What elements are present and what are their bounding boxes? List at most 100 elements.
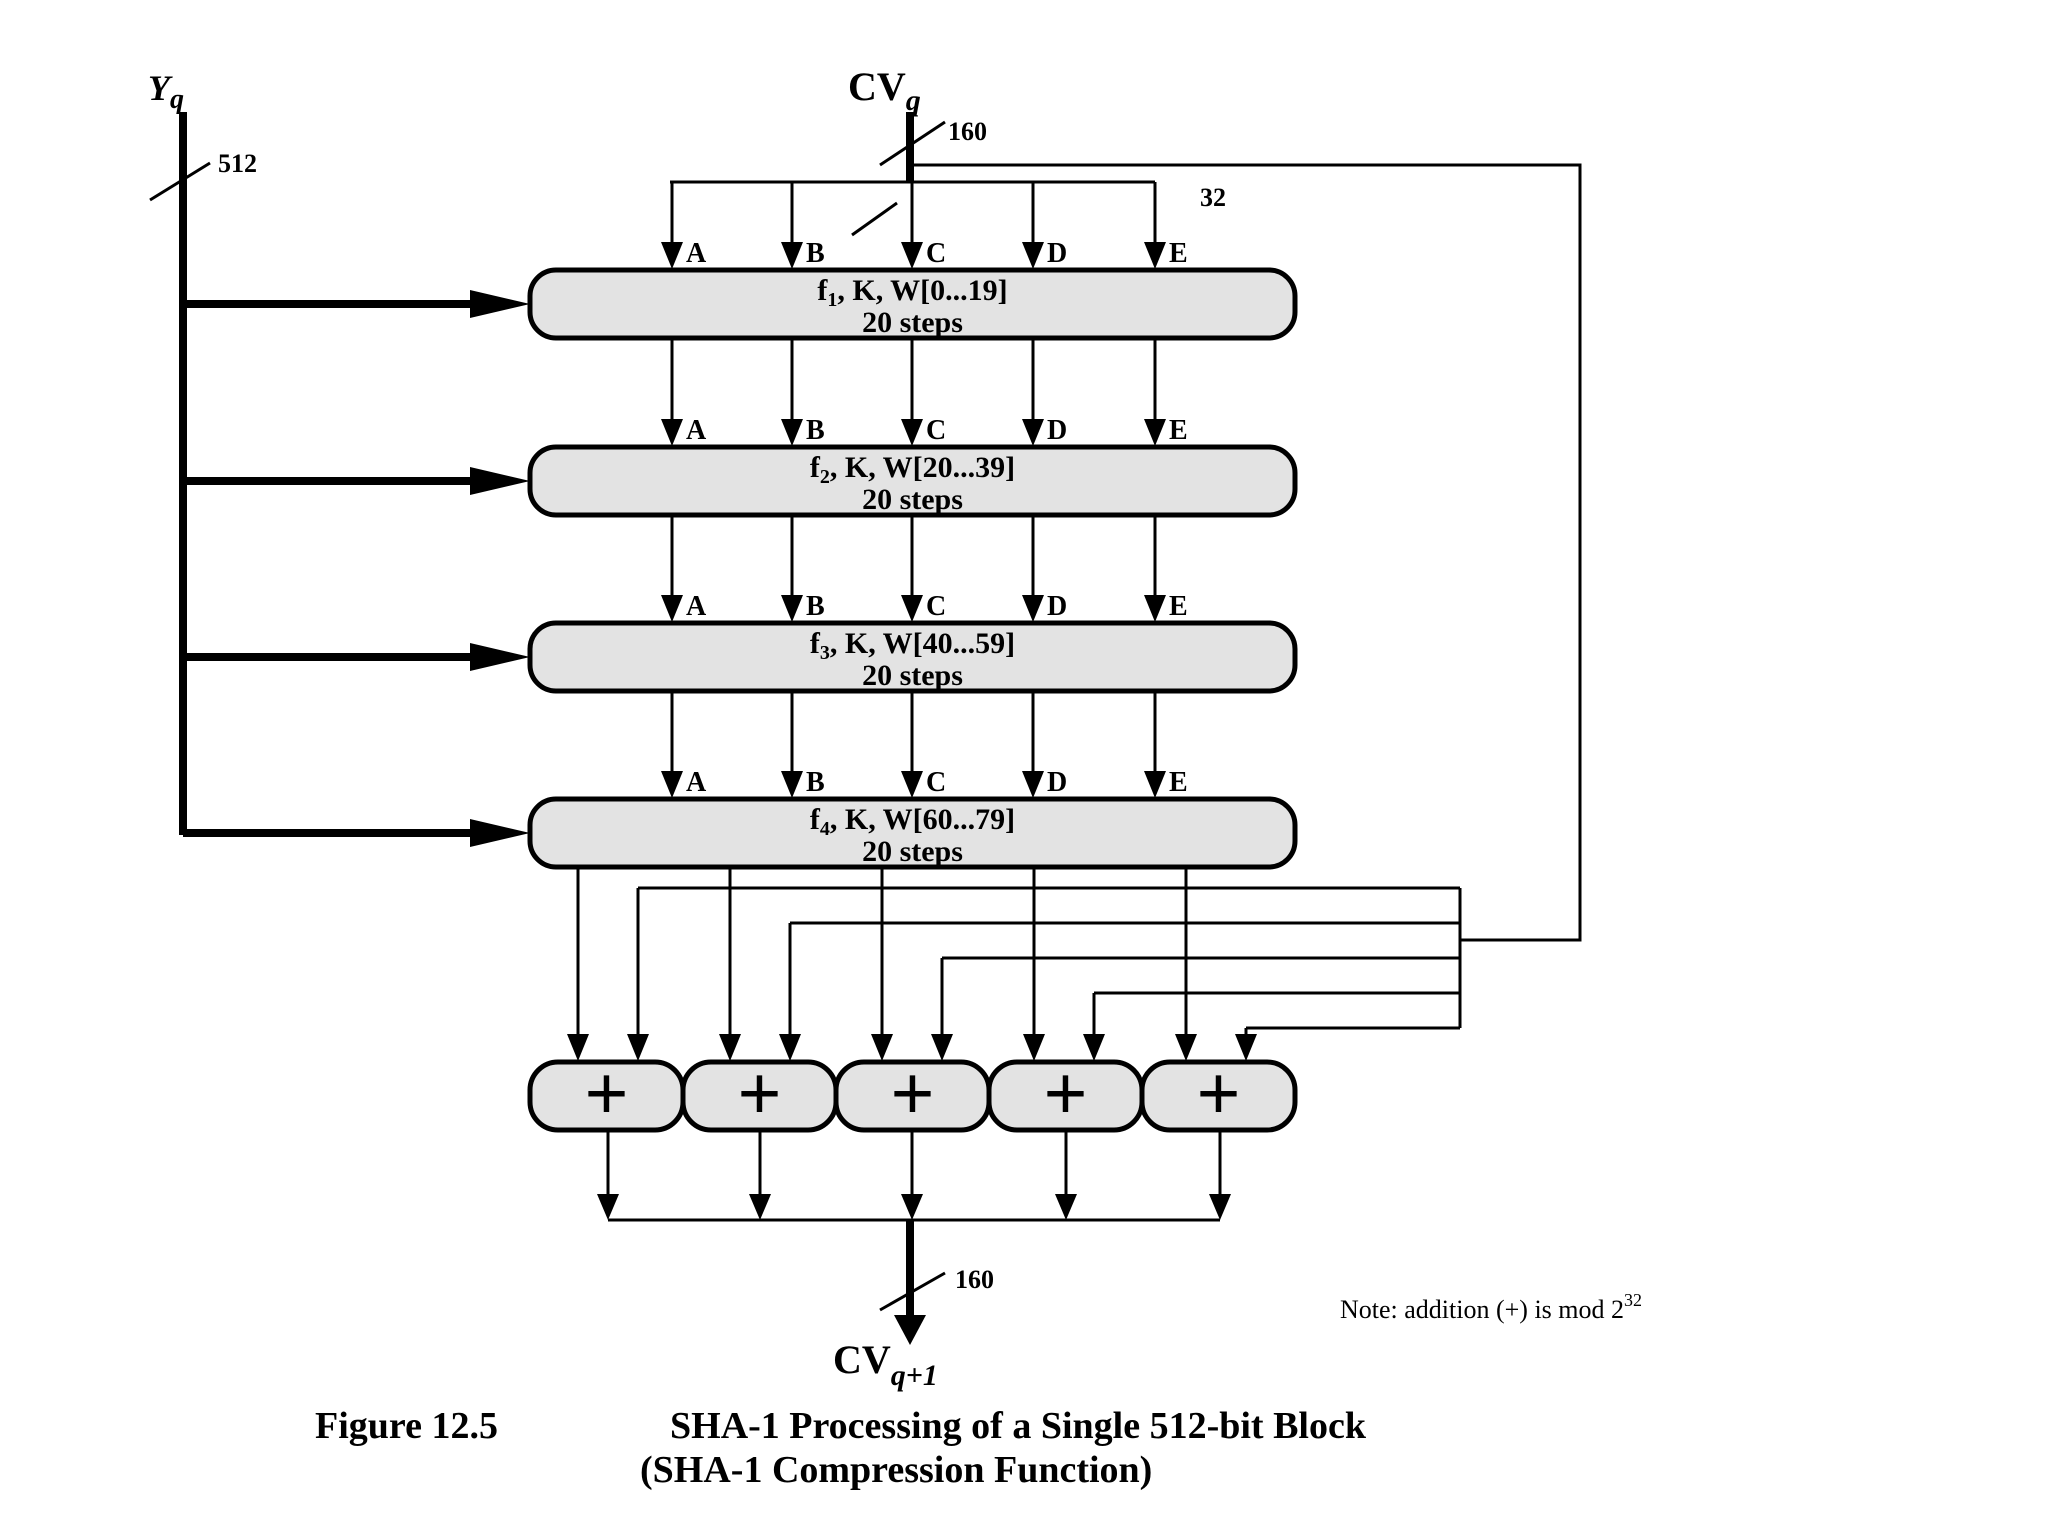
yq-feed-4-head bbox=[470, 819, 530, 847]
stage-4-var-d: D bbox=[1047, 767, 1067, 798]
output-combine: 160 bbox=[608, 1218, 1220, 1345]
yq-feeds bbox=[183, 290, 530, 847]
stage-3-var-d: D bbox=[1047, 591, 1067, 622]
adder-2-symbol: + bbox=[737, 1050, 781, 1137]
stage-1-in-d-head bbox=[1022, 242, 1044, 269]
stage-1: A B C D Ef1, K, W[0...19]20 steps bbox=[527, 182, 1298, 341]
output-width-slash bbox=[879, 1271, 946, 1312]
adder-4-symbol: + bbox=[1043, 1050, 1087, 1137]
stage-3-in-d-head bbox=[1022, 595, 1044, 622]
stage-2-in-c-head bbox=[901, 419, 923, 446]
stage-3-in-a-head bbox=[661, 595, 683, 622]
adder-3-symbol: + bbox=[890, 1050, 934, 1137]
stage-2-in-b-head bbox=[781, 419, 803, 446]
stage-4-var-c: C bbox=[926, 767, 946, 798]
stage-4-box bbox=[527, 796, 1298, 870]
stage-4-var-b: B bbox=[806, 767, 825, 798]
adder-1: + bbox=[527, 1050, 686, 1137]
stage-1-in-e-head bbox=[1144, 242, 1166, 269]
stage-2-var-b: B bbox=[806, 415, 825, 446]
stage-3-var-c: C bbox=[926, 591, 946, 622]
yq-feed-1-head bbox=[470, 290, 530, 318]
adder-5-box bbox=[1139, 1059, 1298, 1133]
stage-4-var-a: A bbox=[686, 767, 707, 798]
stage-4-params: f4, K, W[60...79] bbox=[810, 803, 1015, 840]
adder-out-1-head bbox=[597, 1194, 619, 1220]
adders: + + + + + bbox=[527, 1050, 1298, 1137]
feedback-in-5-head bbox=[1235, 1034, 1257, 1061]
stage-3: A B C D Ef3, K, W[40...59]20 steps bbox=[527, 515, 1298, 694]
stage-4-in-c-head bbox=[901, 771, 923, 798]
feedback-path bbox=[910, 163, 1582, 942]
stage-3-in-c-head bbox=[901, 595, 923, 622]
stage-2-in-a-head bbox=[661, 419, 683, 446]
stage-3-var-a: A bbox=[686, 591, 707, 622]
stage-2-params: f2, K, W[20...39] bbox=[810, 451, 1015, 488]
feedback-in-2-head bbox=[779, 1034, 801, 1061]
figure-subtitle: (SHA-1 Compression Function) bbox=[640, 1449, 1152, 1491]
yq-feed-3-head bbox=[470, 643, 530, 671]
stage-4-steps: 20 steps bbox=[862, 835, 963, 868]
stage-1-in-b-head bbox=[781, 242, 803, 269]
adder-wires bbox=[567, 867, 1462, 1220]
stage-4-in-d-head bbox=[1022, 771, 1044, 798]
stage-3-in-e-head bbox=[1144, 595, 1166, 622]
stage-2-in-d-head bbox=[1022, 419, 1044, 446]
stage-1-params: f1, K, W[0...19] bbox=[817, 274, 1007, 311]
word-width-slash bbox=[851, 201, 898, 237]
stage-1-var-b: B bbox=[806, 238, 825, 269]
stage-2-var-a: A bbox=[686, 415, 707, 446]
stage-4-var-e: E bbox=[1169, 767, 1188, 798]
stage-1-steps: 20 steps bbox=[862, 306, 963, 339]
yq-width-slash bbox=[149, 161, 211, 202]
stage-2-in-e-head bbox=[1144, 419, 1166, 446]
stage-1-var-c: C bbox=[926, 238, 946, 269]
feedback-in-3-head bbox=[931, 1034, 953, 1061]
stage-1-var-e: E bbox=[1169, 238, 1188, 269]
figure-number: Figure 12.5 bbox=[315, 1405, 498, 1447]
adder-2: + bbox=[680, 1050, 839, 1137]
stage-3-params: f3, K, W[40...59] bbox=[810, 627, 1015, 664]
feedback-in-4-head bbox=[1083, 1034, 1105, 1061]
stage-out-4-head bbox=[1023, 1034, 1045, 1061]
stage-1-var-a: A bbox=[686, 238, 707, 269]
stage-3-var-e: E bbox=[1169, 591, 1188, 622]
output-arrow-head bbox=[894, 1315, 926, 1345]
output-width-label: 160 bbox=[955, 1265, 994, 1294]
adder-4: + bbox=[986, 1050, 1145, 1137]
stage-3-in-b-head bbox=[781, 595, 803, 622]
adder-out-5-head bbox=[1209, 1194, 1231, 1220]
stage-out-2-head bbox=[719, 1034, 741, 1061]
stage-out-3-head bbox=[871, 1034, 893, 1061]
cvq-width-slash bbox=[879, 120, 946, 167]
figure-title: SHA-1 Processing of a Single 512-bit Blo… bbox=[670, 1405, 1367, 1447]
stage-1-var-d: D bbox=[1047, 238, 1067, 269]
stage-4-in-b-head bbox=[781, 771, 803, 798]
cvq-width-label: 160 bbox=[948, 117, 987, 146]
adder-out-4-head bbox=[1055, 1194, 1077, 1220]
adder-out-3-head bbox=[901, 1194, 923, 1220]
word-width-label: 32 bbox=[1200, 183, 1226, 212]
adder-3: + bbox=[833, 1050, 992, 1137]
stage-out-5-head bbox=[1175, 1034, 1197, 1061]
yq-width-label: 512 bbox=[218, 149, 257, 178]
adder-out-2-head bbox=[749, 1194, 771, 1220]
adder-1-symbol: + bbox=[584, 1050, 628, 1137]
stage-out-1-head bbox=[567, 1034, 589, 1061]
yq-feed-2-head bbox=[470, 467, 530, 495]
stage-3-var-b: B bbox=[806, 591, 825, 622]
cvq-label: CVq bbox=[848, 64, 921, 117]
adder-5: + bbox=[1139, 1050, 1298, 1137]
stage-1-in-a-head bbox=[661, 242, 683, 269]
yq-label: Yq bbox=[148, 68, 184, 115]
feedback-in-1-head bbox=[627, 1034, 649, 1061]
stage-2-var-d: D bbox=[1047, 415, 1067, 446]
stage-3-steps: 20 steps bbox=[862, 659, 963, 692]
stage-4-in-e-head bbox=[1144, 771, 1166, 798]
note-text: Note: addition (+) is mod 232 bbox=[1340, 1290, 1642, 1324]
stage-2-var-c: C bbox=[926, 415, 946, 446]
adder-5-symbol: + bbox=[1196, 1050, 1240, 1137]
